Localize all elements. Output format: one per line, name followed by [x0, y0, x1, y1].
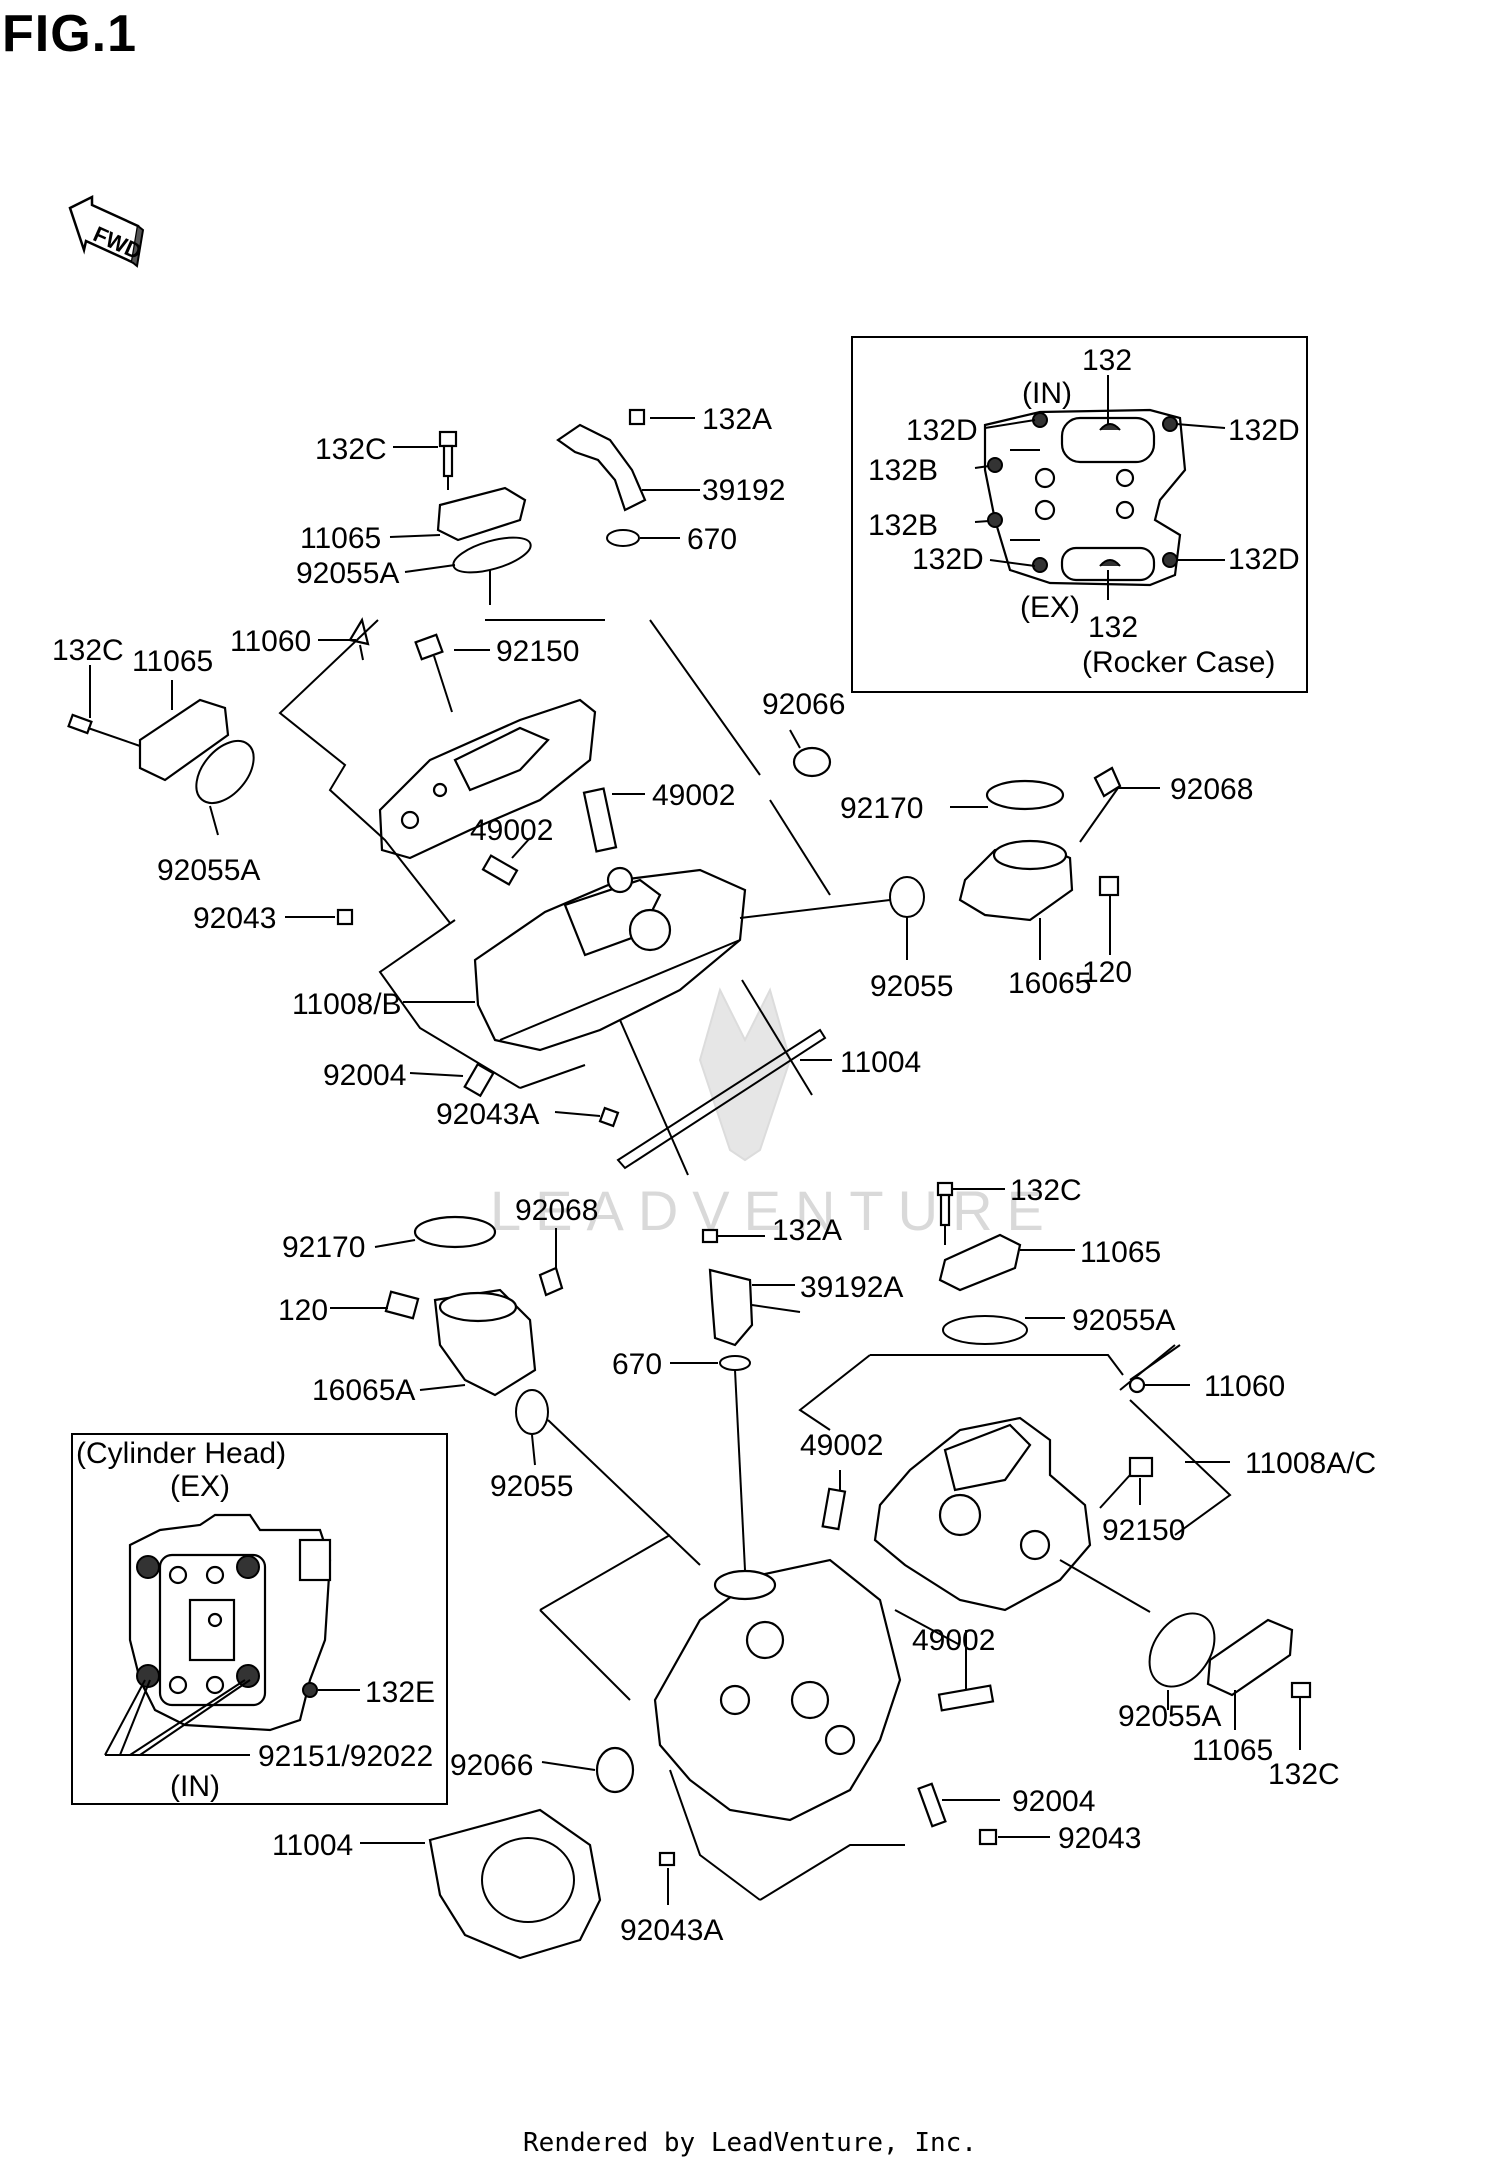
upper-label-11065-top: 11065: [300, 522, 381, 555]
rocker-label-132b-2: 132B: [868, 509, 938, 542]
clamp-92170-lower: [413, 1215, 497, 1249]
upper-label-92150: 92150: [496, 635, 579, 668]
cap-92068-lower: [538, 1266, 564, 1297]
cylinder-head-in-label: (IN): [170, 1770, 220, 1803]
lower-label-92055a-top: 92055A: [1072, 1304, 1175, 1337]
pipe-39192: [556, 423, 647, 512]
oring-670-upper: [606, 529, 640, 547]
bolt-132c-upper: [438, 430, 458, 478]
upper-label-16065: 16065: [1008, 967, 1091, 1000]
oring-92055-upper: [889, 876, 925, 918]
upper-label-132a: 132A: [702, 403, 772, 436]
upper-label-92066: 92066: [762, 688, 845, 721]
upper-label-49002-left: 49002: [470, 814, 553, 847]
upper-label-92004: 92004: [323, 1059, 406, 1092]
lower-label-92043: 92043: [1058, 1822, 1141, 1855]
lower-label-132c-top: 132C: [1010, 1174, 1082, 1207]
gasket-92055a-right: [1148, 1612, 1216, 1688]
lower-label-120: 120: [278, 1294, 328, 1327]
cylinder-head-label-132e: 132E: [365, 1676, 435, 1709]
lower-label-92055a-right: 92055A: [1118, 1700, 1221, 1733]
lower-label-92170: 92170: [282, 1231, 365, 1264]
seal-92066-lower: [595, 1746, 635, 1794]
upper-label-120: 120: [1082, 956, 1132, 989]
rocker-in-label: (IN): [1022, 377, 1072, 410]
rocker-ex-label: (EX): [1020, 591, 1080, 624]
cylinder-head-upper: [473, 868, 747, 1052]
cylinder-head-inset: (Cylinder Head) (EX) 132E 92151/92022 (I…: [71, 1433, 448, 1805]
oring-670-lower: [719, 1355, 751, 1371]
clamp-92170-upper: [985, 779, 1065, 811]
cover-11065-lower: [938, 1233, 1022, 1292]
lower-label-49002-top: 49002: [800, 1429, 883, 1462]
rocker-label-132d-tl: 132D: [906, 414, 978, 447]
figure-title: FIG.1: [2, 5, 138, 63]
upper-label-92055a-top: 92055A: [296, 557, 399, 590]
lower-label-16065a: 16065A: [312, 1374, 415, 1407]
lower-label-92066: 92066: [450, 1749, 533, 1782]
lower-label-132c-right: 132C: [1268, 1758, 1340, 1791]
fwd-arrow-icon: FWD: [68, 194, 146, 268]
lower-label-11004: 11004: [272, 1829, 353, 1862]
upper-label-92043: 92043: [193, 902, 276, 935]
lower-label-92068: 92068: [515, 1194, 598, 1227]
upper-label-92055a-left: 92055A: [157, 854, 260, 887]
gasket-11004-upper: [616, 1028, 827, 1170]
upper-label-92170: 92170: [840, 792, 923, 825]
upper-label-670: 670: [687, 523, 737, 556]
gasket-92055a-lower: [942, 1315, 1028, 1345]
lower-label-92004: 92004: [1012, 1785, 1095, 1818]
cover-11065-right: [1206, 1618, 1294, 1697]
rocker-label-132b-1: 132B: [868, 454, 938, 487]
lower-label-11065-top: 11065: [1080, 1236, 1161, 1269]
lower-label-11065-right: 11065: [1192, 1734, 1273, 1767]
upper-label-11004: 11004: [840, 1046, 921, 1079]
upper-assembly: 132C 132A 39192 11065 670 92055A 132C 11…: [52, 403, 1253, 1176]
pipe-39192a: [708, 1268, 754, 1347]
seal-92066-upper: [792, 746, 832, 778]
upper-label-132c-left: 132C: [52, 634, 124, 667]
rocker-label-132d-br: 132D: [1228, 543, 1300, 576]
rocker-label-132d-tr: 132D: [1228, 414, 1300, 447]
rocker-label-132d-bl: 132D: [912, 543, 984, 576]
oring-92055-lower: [515, 1389, 549, 1435]
footer-credit: Rendered by LeadVenture, Inc.: [523, 2128, 977, 2158]
lower-label-11008ac: 11008A/C: [1245, 1447, 1376, 1480]
gasket-92055a-left: [195, 740, 255, 804]
cylinder-head-lower: [653, 1558, 902, 1822]
cap-92068-upper: [1093, 766, 1122, 798]
rocker-case-lower: [873, 1416, 1092, 1612]
lower-assembly: 132C 92068 132A 92170 11065 39192A 120 9…: [272, 1174, 1376, 1960]
upper-label-92043a: 92043A: [436, 1098, 539, 1131]
lower-label-92043a: 92043A: [620, 1914, 723, 1947]
rocker-case-caption: (Rocker Case): [1082, 646, 1275, 679]
cover-11065-left: [138, 698, 230, 782]
lower-label-39192a: 39192A: [800, 1271, 903, 1304]
cover-11065-upper: [436, 486, 527, 542]
lower-label-92150: 92150: [1102, 1514, 1185, 1547]
rocker-case-inset: 132 (IN) 132D 132D 132B 132B 132D 132D (…: [851, 336, 1308, 693]
upper-label-11008b: 11008/B: [292, 988, 402, 1021]
lower-label-132a: 132A: [772, 1214, 842, 1247]
cylinder-head-label-92151-92022: 92151/92022: [258, 1740, 433, 1773]
upper-label-11065-left: 11065: [132, 645, 213, 678]
upper-label-132c-top: 132C: [315, 433, 387, 466]
rocker-label-132-top: 132: [1082, 344, 1132, 377]
upper-label-39192: 39192: [702, 474, 785, 507]
watermark: LEADVENTURE: [490, 987, 1044, 1242]
lower-label-49002-bottom: 49002: [912, 1624, 995, 1657]
upper-label-49002-right: 49002: [652, 779, 735, 812]
lower-label-11060: 11060: [1204, 1370, 1285, 1403]
rocker-label-132-bottom: 132: [1088, 611, 1138, 644]
cylinder-head-caption: (Cylinder Head): [76, 1437, 286, 1470]
upper-label-92068: 92068: [1170, 773, 1253, 806]
lower-label-670: 670: [612, 1348, 662, 1381]
cylinder-head-ex-label: (EX): [170, 1470, 230, 1503]
upper-label-92055: 92055: [870, 970, 953, 1003]
lower-label-92055: 92055: [490, 1470, 573, 1503]
upper-label-11060: 11060: [230, 625, 311, 658]
